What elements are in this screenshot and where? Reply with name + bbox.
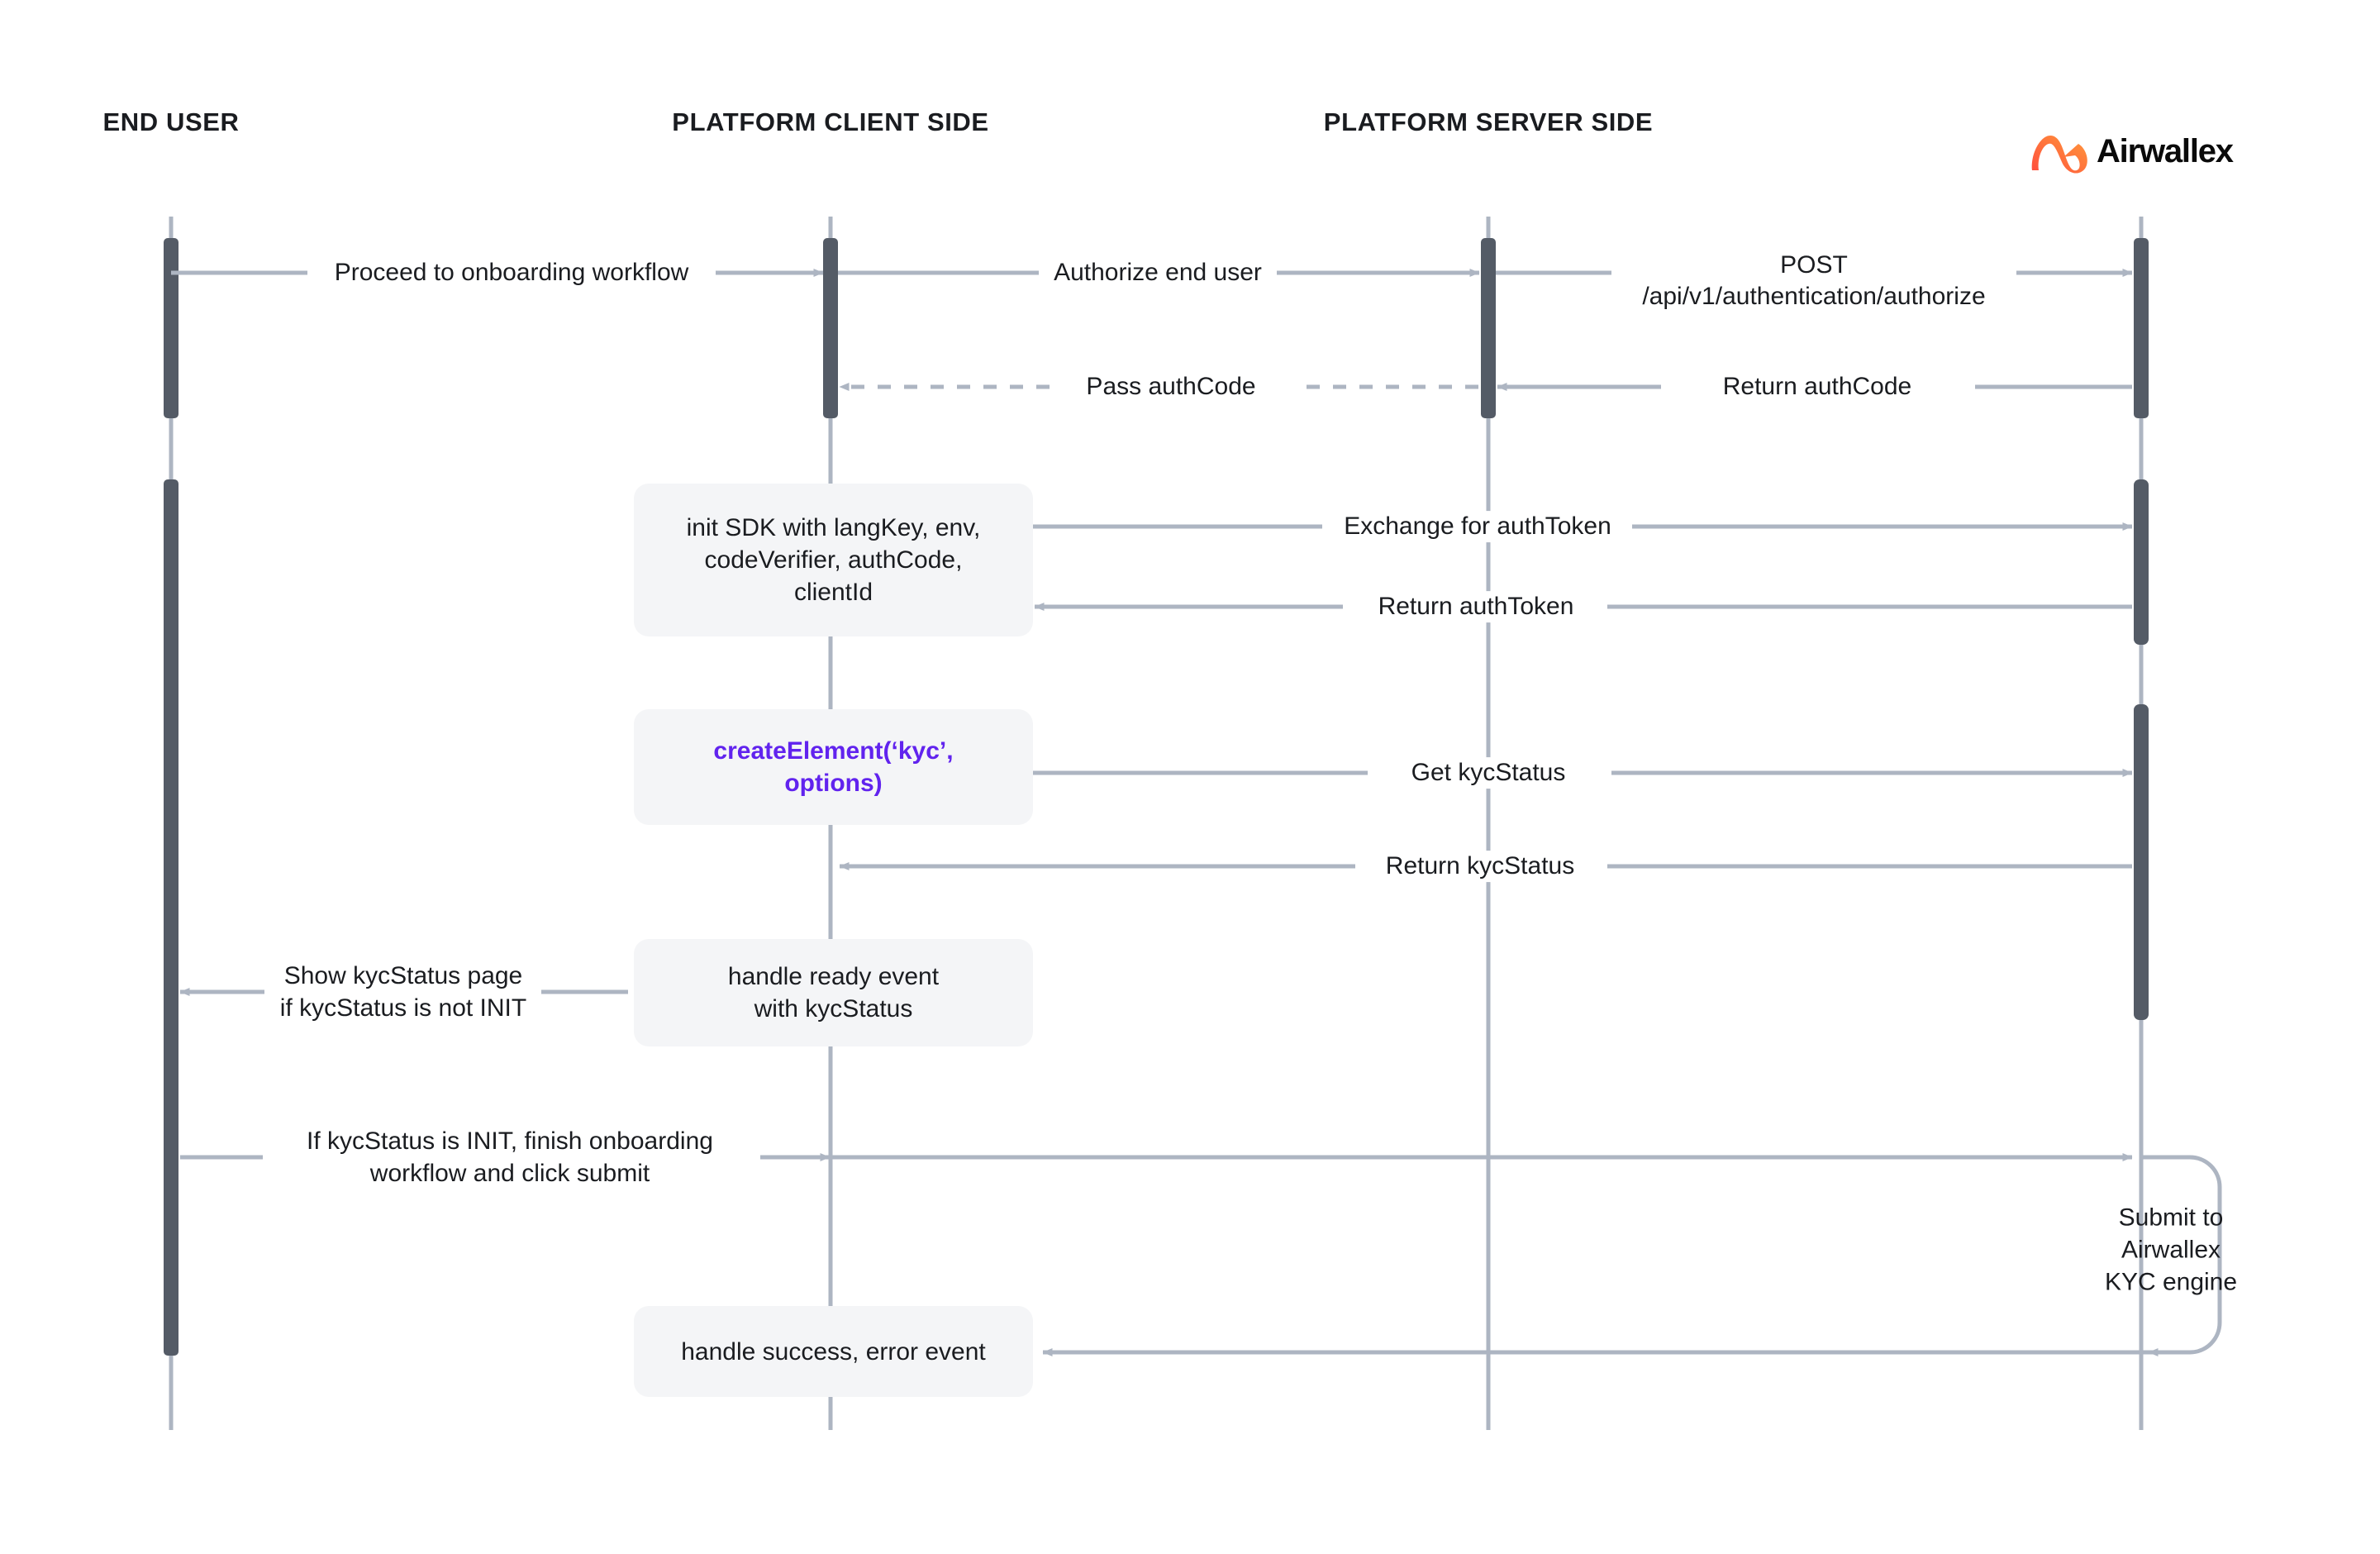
msg-label-finish-onboarding-submit: If kycStatus is INIT, finish onboarding … xyxy=(307,1127,713,1187)
actor-header-end-user: END USER xyxy=(102,107,240,136)
activation-platform-client-1 xyxy=(823,238,838,418)
msg-label-submit-to-kyc-engine: Submit to Airwallex KYC engine xyxy=(2104,1204,2238,1296)
activation-end-user-1 xyxy=(164,238,178,418)
airwallex-logo-spacer xyxy=(2022,128,2087,174)
note-handle-ready-event: handle ready event with kycStatus xyxy=(634,939,1033,1046)
msg-label-authorize-end-user: Authorize end user xyxy=(1040,257,1275,288)
activation-end-user-2 xyxy=(164,479,178,1356)
activation-platform-server-1 xyxy=(1481,238,1496,418)
activation-airwallex-2 xyxy=(2134,479,2149,645)
msg-label-proceed-to-onboarding: Proceed to onboarding workflow xyxy=(321,257,702,288)
note-init-sdk: init SDK with langKey, env, codeVerifier… xyxy=(634,484,1033,636)
actor-header-platform-server: PLATFORM SERVER SIDE xyxy=(1323,107,1654,136)
msg-label-show-kycstatus-page: Show kycStatus page if kycStatus is not … xyxy=(279,962,527,1022)
note-handle-success-error: handle success, error event xyxy=(634,1306,1033,1397)
msg-label-get-kycstatus: Get kycStatus xyxy=(1397,757,1579,789)
arrow-submit-to-kyc-engine xyxy=(2141,1155,2222,1356)
msg-label-pass-authcode: Pass authCode xyxy=(1073,371,1269,403)
msg-label-return-authtoken: Return authToken xyxy=(1364,591,1587,622)
airwallex-wordmark: Airwallex xyxy=(2097,132,2234,169)
msg-label-exchange-for-authtoken: Exchange for authToken xyxy=(1330,511,1625,542)
activation-airwallex-3 xyxy=(2134,704,2149,1020)
airwallex-logo-mark xyxy=(2031,136,2087,174)
activation-airwallex-1 xyxy=(2134,238,2149,418)
actor-header-platform-client: PLATFORM CLIENT SIDE xyxy=(672,107,989,136)
airwallex-brand: Airwallex xyxy=(2022,128,2234,174)
msg-label-return-kycstatus: Return kycStatus xyxy=(1372,851,1588,882)
note-create-element: createElement(‘kyc’, options) xyxy=(634,709,1033,825)
msg-label-post-authorize: POST /api/v1/authentication/authorize xyxy=(1629,250,1999,312)
msg-label-return-authcode: Return authCode xyxy=(1709,371,1925,403)
